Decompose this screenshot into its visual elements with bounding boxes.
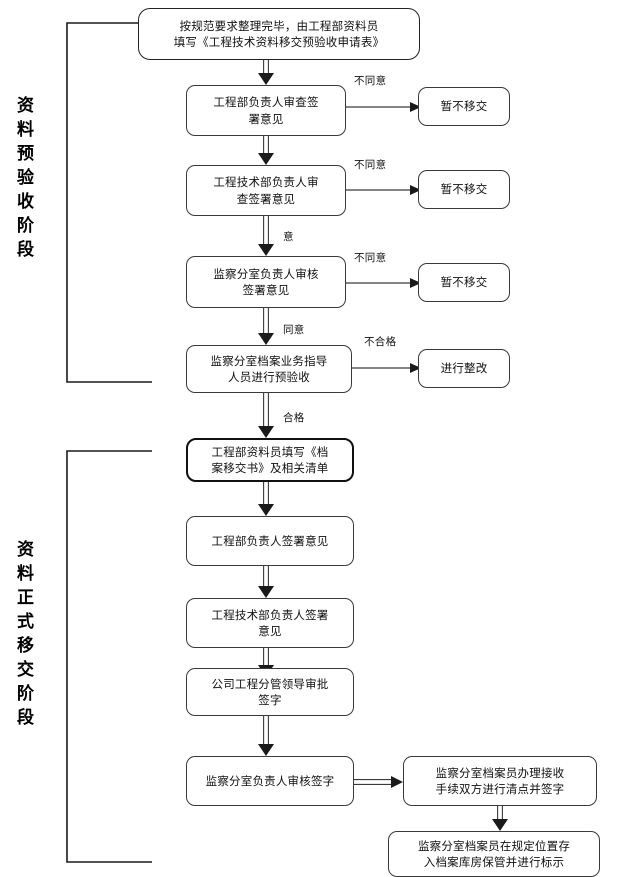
node-review3-line2: 签署意见 [242,283,290,297]
arrow-handover-to-storage [492,806,508,831]
node-handover-line2: 手续双方进行清点并签字 [435,782,565,796]
edge-label-agree-1: 意 [283,231,294,243]
node-fillform-line1: 工程部资料员填写《档 [211,444,329,459]
phase-bracket-formal-transfer [66,450,152,863]
node-sign2-line2: 意见 [258,624,282,638]
node-review2-line1: 工程技术部负责人审 [213,175,319,190]
node-rectify[interactable]: 进行整改 [418,349,510,388]
node-start[interactable]: 按规范要求整理完毕，由工程部资料员 填写《工程技术资料移交预验收申请表》 [138,8,420,60]
arrow-review2-to-review3 [258,216,274,256]
node-sign4-label: 监察分室负责人审核签字 [205,773,335,788]
edge-label-pass: 合格 [283,412,305,424]
edge-label-fail: 不合格 [364,336,397,348]
node-fill-handover-form[interactable]: 工程部资料员填写《档 案移交书》及相关清单 [186,438,354,482]
node-hold2-label: 暂不移交 [440,182,488,197]
node-handover-procedures[interactable]: 监察分室档案员办理接收 手续双方进行清点并签字 [403,756,597,806]
edge-label-reject-3: 不同意 [354,252,387,264]
node-sign1-label: 工程部负责人签署意见 [211,533,329,548]
node-pre-inspection[interactable]: 监察分室档案业务指导 人员进行预验收 [186,345,352,393]
arrow-review1-to-hold1 [346,102,421,112]
arrow-preinspect-to-rectify [352,363,421,373]
arrow-sign3-to-sign4 [258,716,274,756]
node-sign3-line1: 公司工程分管领导审批 [211,676,329,691]
node-storage-line1: 监察分室档案员在规定位置存 [417,838,571,853]
node-hold-transfer-1[interactable]: 暂不移交 [418,87,510,126]
node-sign-company-leader[interactable]: 公司工程分管领导审批 签字 [186,668,354,716]
arrow-review3-to-preinspect [258,308,274,345]
node-hold-transfer-3[interactable]: 暂不移交 [418,263,510,302]
arrow-preinspect-to-fillform [258,393,274,438]
node-rectify-label: 进行整改 [440,361,488,376]
arrow-review1-to-review2 [258,136,274,165]
arrow-sign4-to-handover [352,776,403,788]
node-fillform-line2: 案移交书》及相关清单 [211,461,329,475]
node-sign-engineering-dept-head[interactable]: 工程部负责人签署意见 [186,516,354,566]
node-hold1-label: 暂不移交 [440,99,488,114]
arrow-review2-to-hold2 [346,185,421,195]
node-preinspect-line2: 人员进行预验收 [228,370,310,384]
node-storage-line2: 入档案库房保管并进行标示 [423,855,565,869]
node-hold3-label: 暂不移交 [440,275,488,290]
phase-label-pre-acceptance: 资料预验收阶段 [13,96,33,264]
node-start-line1: 按规范要求整理完毕，由工程部资料员 [179,18,379,33]
edge-label-reject-2: 不同意 [354,159,387,171]
node-sign-tech-dept-head[interactable]: 工程技术部负责人签署 意见 [186,598,354,648]
phase-label-formal-transfer: 资料正式移交阶段 [13,540,33,732]
node-archive-storage[interactable]: 监察分室档案员在规定位置存 入档案库房保管并进行标示 [388,831,600,877]
node-review2-line2: 查签署意见 [236,191,296,206]
node-hold-transfer-2[interactable]: 暂不移交 [418,170,510,209]
node-review-engineering-dept[interactable]: 工程部负责人审查签 署意见 [186,85,346,136]
node-review3-line1: 监察分室负责人审核 [213,266,319,281]
node-review1-line1: 工程部负责人审查签 [213,95,319,110]
arrow-review3-to-hold3 [346,278,421,288]
arrow-fillform-to-sign1 [258,482,274,516]
edge-label-reject-1: 不同意 [354,75,387,87]
node-sign-supervision-office-head[interactable]: 监察分室负责人审核签字 [186,756,354,806]
node-preinspect-line1: 监察分室档案业务指导 [210,353,328,368]
arrow-start-to-review1 [258,60,274,85]
node-review1-line2: 署意见 [248,111,284,126]
edge-label-agree-2: 同意 [283,324,305,336]
node-sign3-line2: 签字 [258,693,282,707]
node-review-tech-dept[interactable]: 工程技术部负责人审 查签署意见 [186,165,346,216]
arrow-sign1-to-sign2 [258,566,274,598]
node-review-supervision-office[interactable]: 监察分室负责人审核 签署意见 [186,256,346,308]
node-handover-line1: 监察分室档案员办理接收 [435,765,565,780]
node-sign2-line1: 工程技术部负责人签署 [211,607,329,622]
phase-bracket-pre-acceptance [66,22,152,383]
node-start-line2: 填写《工程技术资料移交预验收申请表》 [173,35,385,49]
